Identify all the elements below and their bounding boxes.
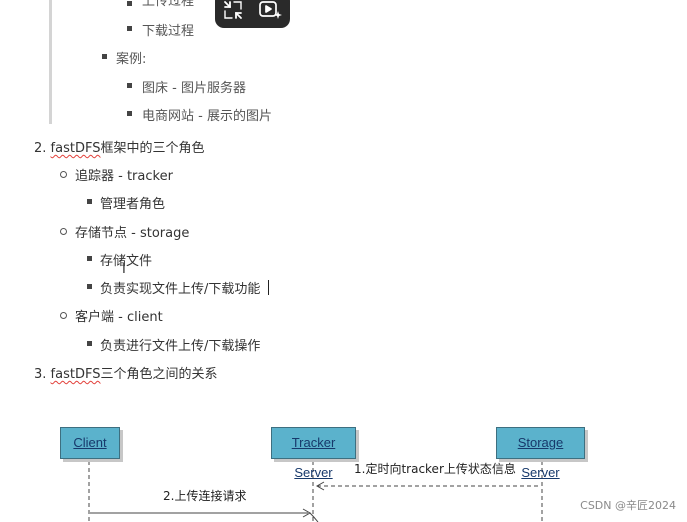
tracker-server-box: Tracker Server	[271, 427, 356, 480]
role-tracker: 追踪器 - tracker	[75, 169, 173, 184]
bullet-square	[127, 83, 132, 88]
bullet-circle	[60, 171, 67, 178]
ibeam-cursor-icon: I	[122, 262, 126, 277]
bullet-square	[127, 26, 132, 31]
section-2-heading: 2. fastDFS框架中的三个角色	[34, 137, 205, 156]
spellcheck-term: fastDFS	[50, 367, 101, 382]
bullet-square	[127, 1, 132, 6]
watermark: CSDN @辛匠2024	[580, 499, 676, 512]
spellcheck-term: fastDFS	[50, 141, 101, 156]
bullet-square	[127, 111, 132, 116]
connect-request-label: 2.上传连接请求	[163, 489, 247, 503]
bullet-square	[102, 54, 107, 59]
status-message-label: 1.定时向tracker上传状态信息	[354, 462, 516, 476]
play-sparkle-icon[interactable]	[258, 0, 282, 21]
storage-server-box: Storage Server	[496, 427, 585, 480]
section-3-heading: 3. fastDFS三个角色之间的关系	[34, 363, 218, 382]
role-storage-detail-1: 存储文件	[100, 254, 153, 269]
bullet-square	[87, 199, 92, 204]
bullet-square	[87, 284, 92, 289]
role-client-detail: 负责进行文件上传/下载操作	[100, 339, 261, 354]
bullet-circle	[60, 312, 67, 319]
floating-toolbar	[215, 0, 290, 28]
role-storage-detail-2: 负责实现文件上传/下载功能	[100, 282, 261, 297]
role-client: 客户端 - client	[75, 310, 163, 325]
bullet-circle	[60, 228, 67, 235]
list-item-download-process: 下载过程	[142, 24, 195, 39]
section-number: 2.	[34, 141, 47, 156]
list-indent-guide	[49, 0, 52, 124]
role-storage: 存储节点 - storage	[75, 226, 190, 241]
section-title: 框架中的三个角色	[100, 141, 205, 156]
bullet-square	[87, 256, 92, 261]
list-item-case-1: 图床 - 图片服务器	[142, 81, 246, 96]
list-item-case-2: 电商网站 - 展示的图片	[142, 109, 272, 124]
list-item-upload-process: 上传过程	[142, 0, 195, 9]
section-number: 3.	[34, 367, 47, 382]
status-arrowhead	[315, 481, 325, 491]
section-title: 三个角色之间的关系	[100, 367, 218, 382]
list-item-cases: 案例:	[116, 52, 147, 67]
text-caret	[268, 280, 269, 295]
exit-fullscreen-icon[interactable]	[222, 0, 244, 21]
bullet-square	[87, 341, 92, 346]
client-box: Client	[60, 427, 120, 459]
role-tracker-detail: 管理者角色	[100, 197, 166, 212]
